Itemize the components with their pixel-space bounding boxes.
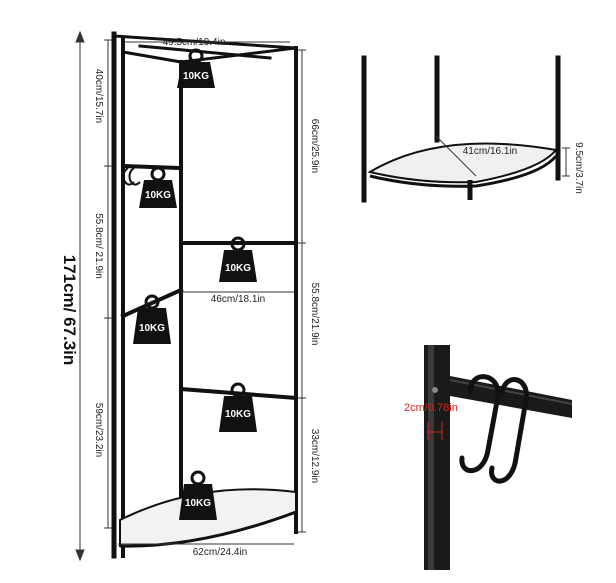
weight-label: 10KG [185,498,211,509]
base-width-label: 62cm/24.4in [193,547,247,558]
mid-left-label: 55.8cm/ 21.9in [93,213,104,279]
weight-label: 10KG [139,323,165,334]
weight-icon: 10KG [139,166,177,208]
top-section-label: 40cm/15.7in [93,69,104,123]
weight-icon: 10KG [219,382,257,432]
weight-icon: 10KG [219,236,257,282]
top-width-label: 49.5cm/19.4in [163,37,226,48]
s-hook-icon [459,374,501,474]
weight-label: 10KG [225,263,251,274]
right-mid-label: 55.8cm/21.9in [309,283,320,346]
hook-icon [122,167,141,186]
shelf-diagonal-label: 41cm/16.1in [463,146,517,157]
shelf-detail [361,55,570,203]
s-hook-icon [489,377,529,484]
hook-detail [424,345,573,570]
weight-label: 10KG [183,71,209,82]
bottom-left-label: 59cm/23.2in [93,403,104,457]
weight-label: 10KG [225,409,251,420]
weight-icon: 10KG [133,294,171,344]
right-top-label: 66cm/25.9in [309,119,320,173]
shelf-height-label: 9.5cm/3.7in [573,142,584,194]
dimension-lines [75,30,306,562]
total-height-label: 171cm/ 67.3in [60,255,79,366]
weight-icon: 10KG [179,470,217,520]
right-bottom-label: 33cm/12.9in [309,429,320,483]
weight-label: 10KG [145,190,171,201]
hook-gap-label: 2cm/0.78in [404,402,458,414]
mid-rod-label: 46cm/18.1in [211,294,265,305]
weight-icon: 10KG [177,48,215,88]
